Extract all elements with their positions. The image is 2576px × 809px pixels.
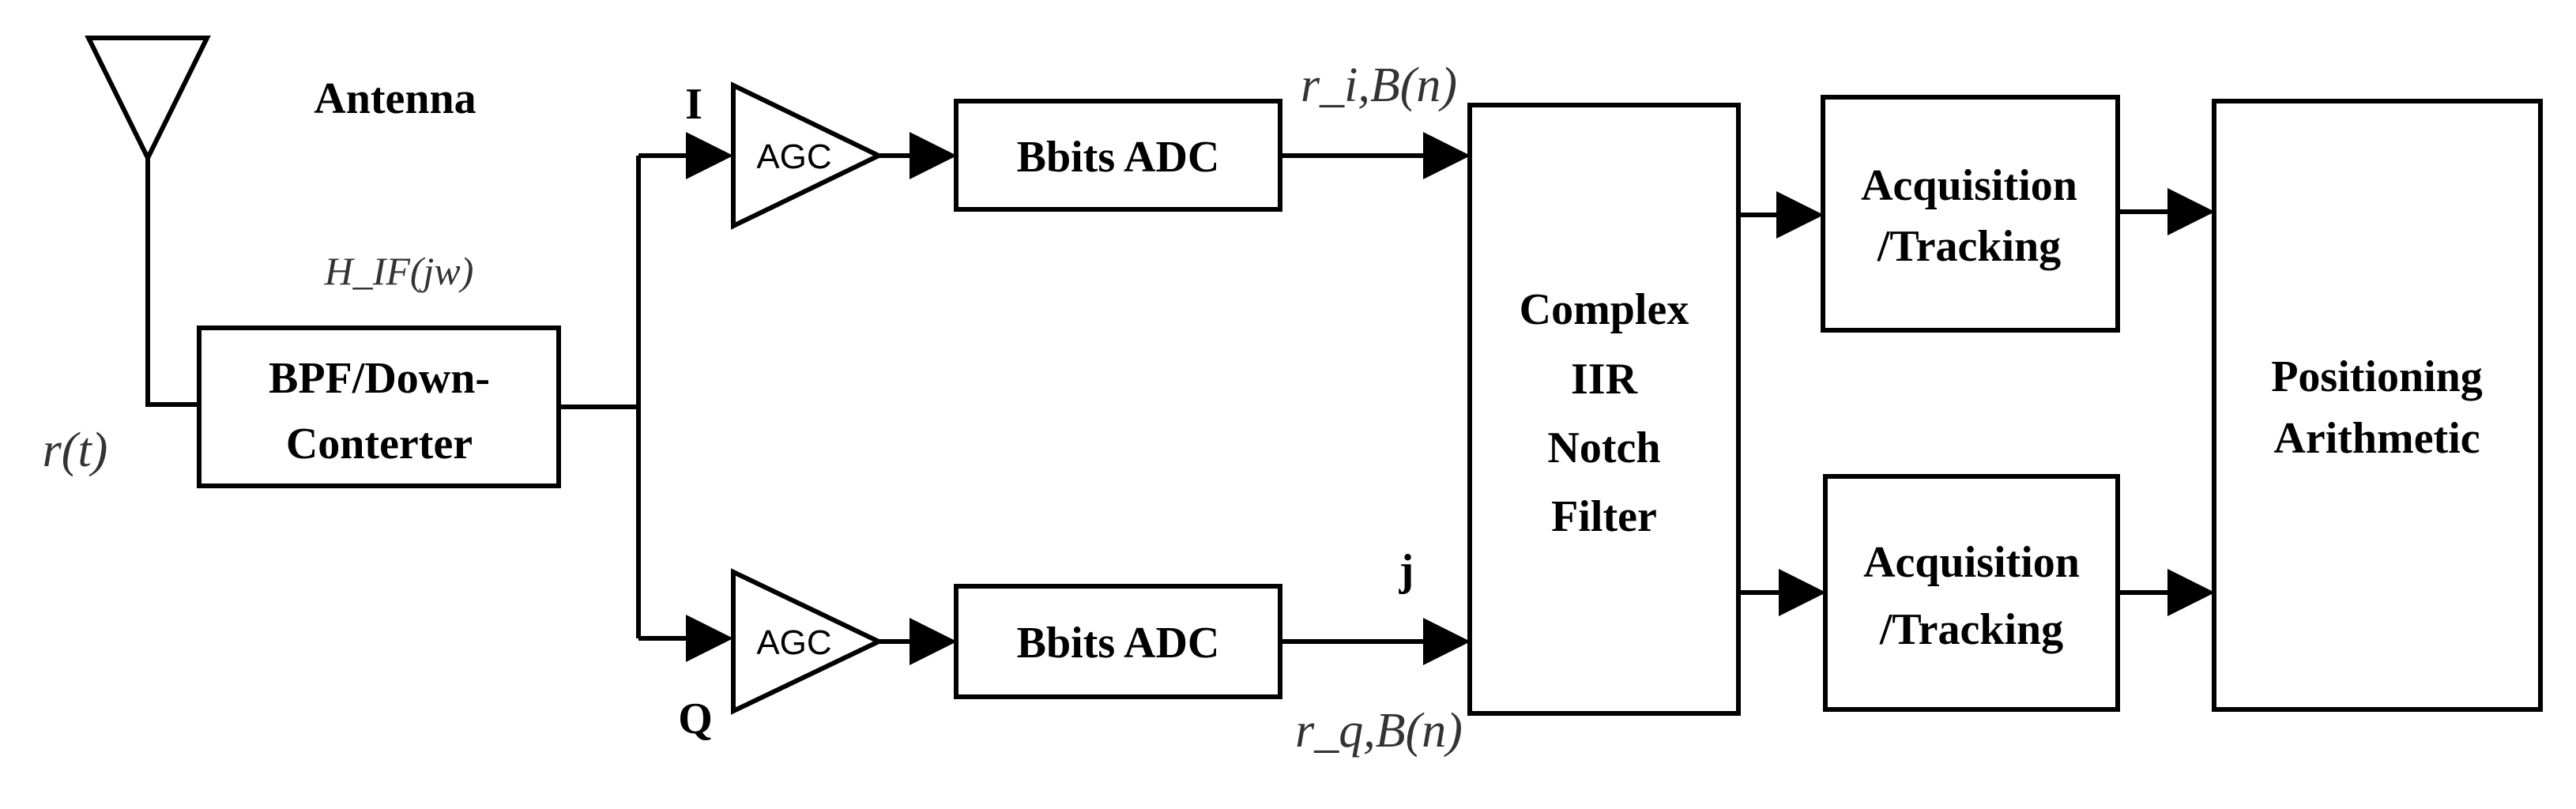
bpf-label-line2: Conterter (286, 420, 473, 468)
acq-bottom-label-line2: /Tracking (1879, 605, 2063, 654)
acquisition-tracking-bottom-block (1823, 474, 2120, 712)
notch-label-line4: Filter (1551, 492, 1657, 541)
agc-bottom-label: AGC (756, 623, 831, 662)
pos-label-line1: Positioning (2271, 352, 2483, 401)
notch-label-line3: Notch (1547, 423, 1660, 472)
branch-i-label: I (685, 80, 702, 129)
antenna-wire (145, 158, 199, 407)
branch-q-label: Q (678, 694, 713, 743)
acquisition-tracking-top-block (1821, 95, 2120, 333)
agc-top-label: AGC (756, 137, 831, 176)
adc-bottom-label: Bbits ADC (1017, 619, 1220, 668)
notch-filter-block (1467, 103, 1741, 716)
adc-top-block (954, 99, 1282, 212)
notch-label-line1: Complex (1520, 285, 1689, 334)
acq-bottom-label-line1: Acquisition (1863, 538, 2080, 587)
signal-q-label: r_q,B(n) (1295, 704, 1463, 758)
input-signal-label: r(t) (43, 423, 108, 477)
bpf-label-line1: BPF/Down- (269, 354, 490, 403)
transfer-function-label: H_IF(jw) (324, 249, 474, 293)
j-label: j (1399, 546, 1414, 595)
notch-label-line2: IIR (1571, 355, 1638, 404)
antenna-label: Antenna (314, 74, 476, 123)
acq-top-label-line1: Acquisition (1861, 161, 2077, 210)
bpf-downconverter-block (197, 325, 561, 488)
agc-top-block (731, 81, 884, 230)
positioning-arithmetic-block (2212, 99, 2543, 712)
antenna-icon (85, 36, 211, 164)
adc-bottom-block (954, 584, 1282, 699)
agc-bottom-block (731, 568, 884, 715)
adc-top-label: Bbits ADC (1017, 133, 1220, 182)
pos-label-line2: Arithmetic (2273, 414, 2480, 463)
acq-top-label-line2: /Tracking (1877, 222, 2061, 271)
antenna (85, 36, 211, 407)
signal-i-label: r_i,B(n) (1301, 58, 1457, 112)
